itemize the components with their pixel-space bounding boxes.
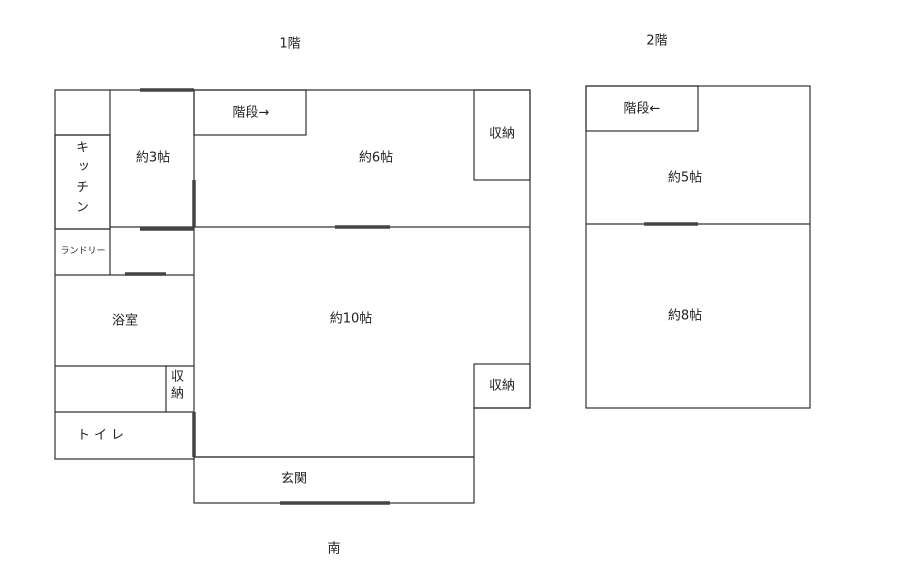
storage-small-label: 収納 — [168, 369, 183, 403]
entrance-room — [193, 456, 475, 504]
storage-top-room — [473, 89, 531, 181]
room-5jo-label: 約5帖 — [667, 170, 703, 186]
laundry-label: ランドリー — [60, 246, 106, 257]
toilet-label: トイレ — [77, 428, 129, 443]
entrance-label: 玄関 — [280, 471, 308, 487]
room-8jo-label: 約8帖 — [667, 308, 703, 324]
first-floor-label: 1階 — [279, 36, 301, 52]
storage-top-label: 収納 — [488, 126, 516, 142]
stairs-2f-label: 階段← — [623, 101, 661, 117]
second-floor-label: 2階 — [646, 33, 668, 49]
storage-right-room — [473, 363, 531, 409]
room-3jo-label: 約3帖 — [135, 150, 171, 166]
stairs-2f-room — [585, 85, 699, 132]
room-10jo-label: 約10帖 — [329, 311, 373, 327]
room-6jo-label: 約6帖 — [358, 150, 394, 166]
bath-label: 浴室 — [111, 313, 139, 329]
second-floor-outline — [585, 85, 811, 409]
stairs-1f-label: 階段→ — [232, 105, 270, 121]
storage-right-label: 収納 — [488, 378, 516, 394]
south-label: 南 — [327, 541, 341, 557]
kitchen-label: キッチン — [73, 140, 88, 220]
